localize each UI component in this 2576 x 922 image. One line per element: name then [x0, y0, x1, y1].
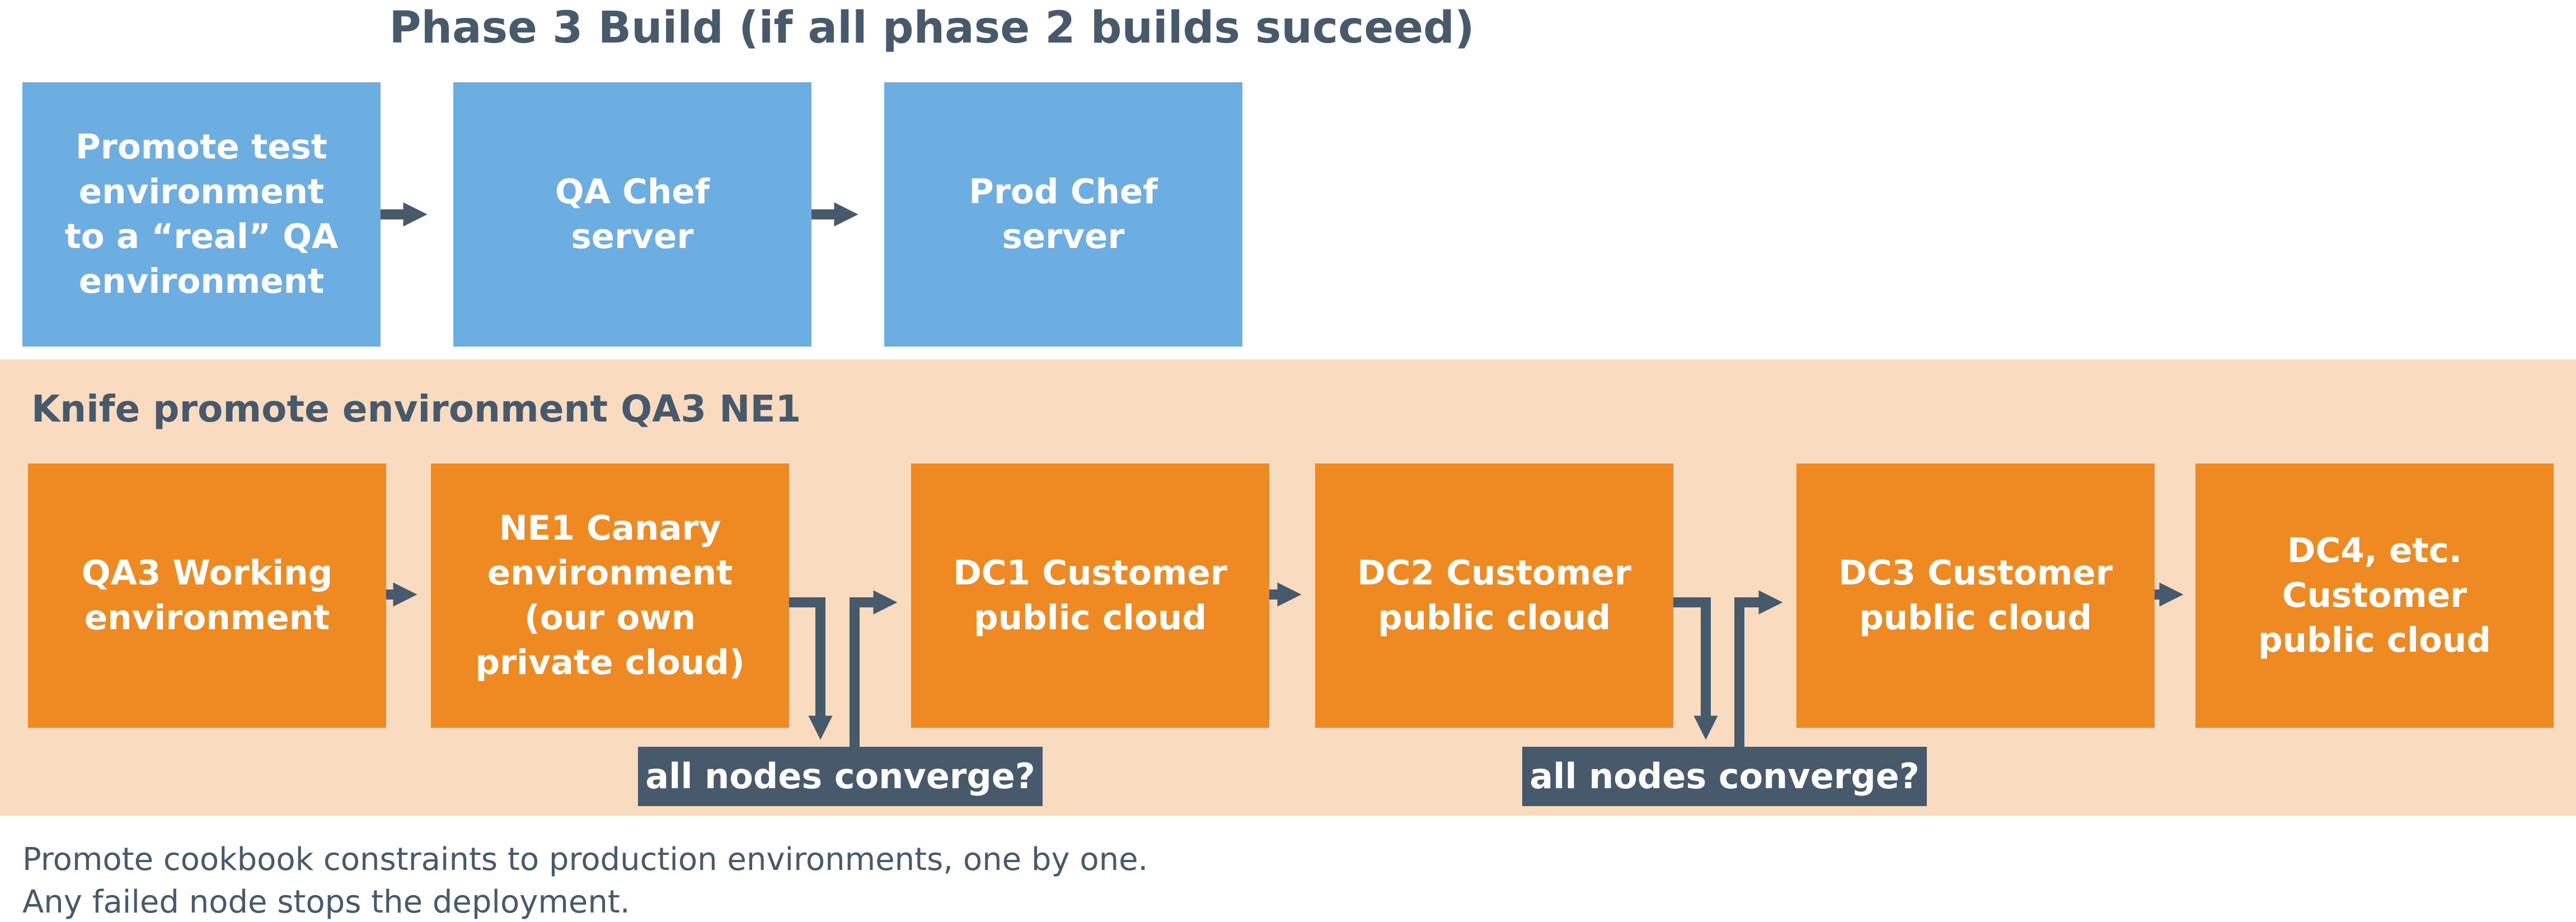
caption-line-2: Any failed node stops the deployment. — [22, 884, 630, 920]
dc2-customer-cloud-label: DC2 Customer public cloud — [1357, 553, 1631, 638]
ne1-canary-environment-box: NE1 Canary environment (our own private … — [431, 464, 789, 728]
dc1-customer-cloud-box: DC1 Customer public cloud — [911, 464, 1269, 728]
dc4-customer-cloud-label: DC4, etc. Customer public cloud — [2258, 531, 2491, 660]
promote-test-environment-box: Promote test environment to a “real” QA … — [22, 82, 381, 347]
dc2-customer-cloud-box: DC2 Customer public cloud — [1315, 464, 1673, 728]
caption-line-1: Promote cookbook constraints to producti… — [22, 841, 1148, 878]
qa3-working-environment-label: QA3 Working environment — [81, 553, 333, 638]
convergence-check-badge-1: all nodes converge? — [638, 747, 1043, 806]
dc1-customer-cloud-label: DC1 Customer public cloud — [953, 553, 1227, 638]
dc4-customer-cloud-box: DC4, etc. Customer public cloud — [2195, 464, 2554, 728]
prod-chef-server-box: Prod Chef server — [884, 82, 1242, 347]
dc3-customer-cloud-label: DC3 Customer public cloud — [1838, 553, 2113, 638]
qa3-working-environment-box: QA3 Working environment — [28, 464, 386, 728]
convergence-check-badge-2: all nodes converge? — [1522, 747, 1927, 806]
promote-test-environment-label: Promote test environment to a “real” QA … — [64, 127, 339, 301]
ne1-canary-environment-label: NE1 Canary environment (our own private … — [475, 508, 745, 682]
band-label: Knife promote environment QA3 NE1 — [31, 387, 801, 430]
qa-chef-server-box: QA Chef server — [453, 82, 811, 347]
qa-chef-server-label: QA Chef server — [555, 172, 710, 256]
prod-chef-server-label: Prod Chef server — [969, 172, 1158, 256]
diagram-title: Phase 3 Build (if all phase 2 builds suc… — [389, 3, 1475, 53]
dc3-customer-cloud-box: DC3 Customer public cloud — [1796, 464, 2155, 728]
